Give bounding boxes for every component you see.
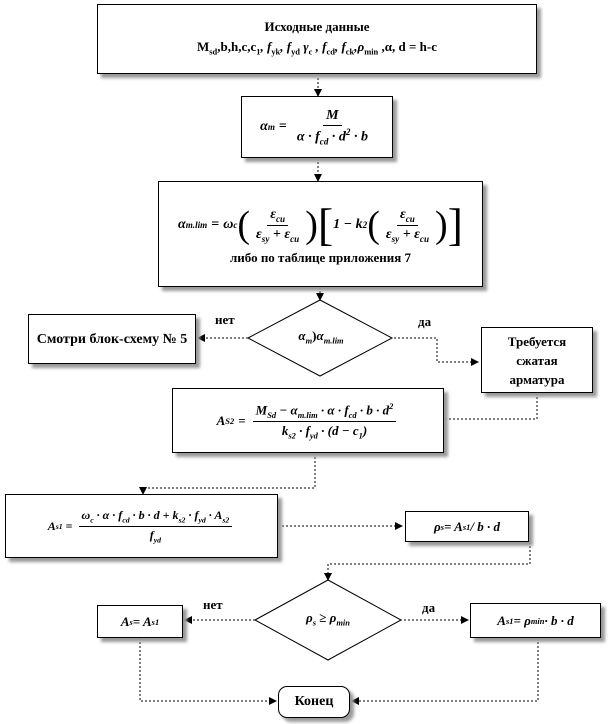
edge-rho-to-decision2 — [324, 542, 531, 581]
decision2-no-label: нет — [203, 597, 223, 612]
alpha-lim-note: либо по таблице приложения 7 — [229, 250, 412, 265]
decision2-diamond — [253, 579, 403, 661]
see-scheme-box: Смотри блок-схему № 5 — [28, 314, 196, 364]
start-inputs: Msd,b,h,c,c1, fyk, fyd γc , fcd, fck,ρmi… — [196, 38, 437, 57]
decision1-diamond — [246, 299, 394, 377]
edge-compressed-to-as2 — [446, 393, 538, 420]
start-box: Исходные данные Msd,b,h,c,c1, fyk, fyd γ… — [97, 4, 537, 74]
end-box: Конец — [278, 686, 350, 718]
decision2-yes-label: да — [422, 600, 436, 615]
alpha-m-fraction: M α · fcd · d2 · b — [296, 107, 368, 147]
edge-as-to-end — [139, 638, 277, 705]
decision1-yes-label: да — [418, 314, 432, 329]
edge-as2-to-as1 — [139, 453, 316, 495]
decision1-no-label: нет — [215, 312, 235, 327]
decision1-condition: αm)αm.lim — [298, 328, 344, 346]
decision2-condition: ρs ≥ ρmin — [306, 610, 350, 628]
edge-decision1-yes — [390, 337, 479, 366]
start-title: Исходные данные — [264, 18, 370, 34]
edge-as1min-to-end — [351, 638, 539, 705]
compressed-reinforcement-box: Требуется сжатая арматура — [481, 327, 593, 393]
